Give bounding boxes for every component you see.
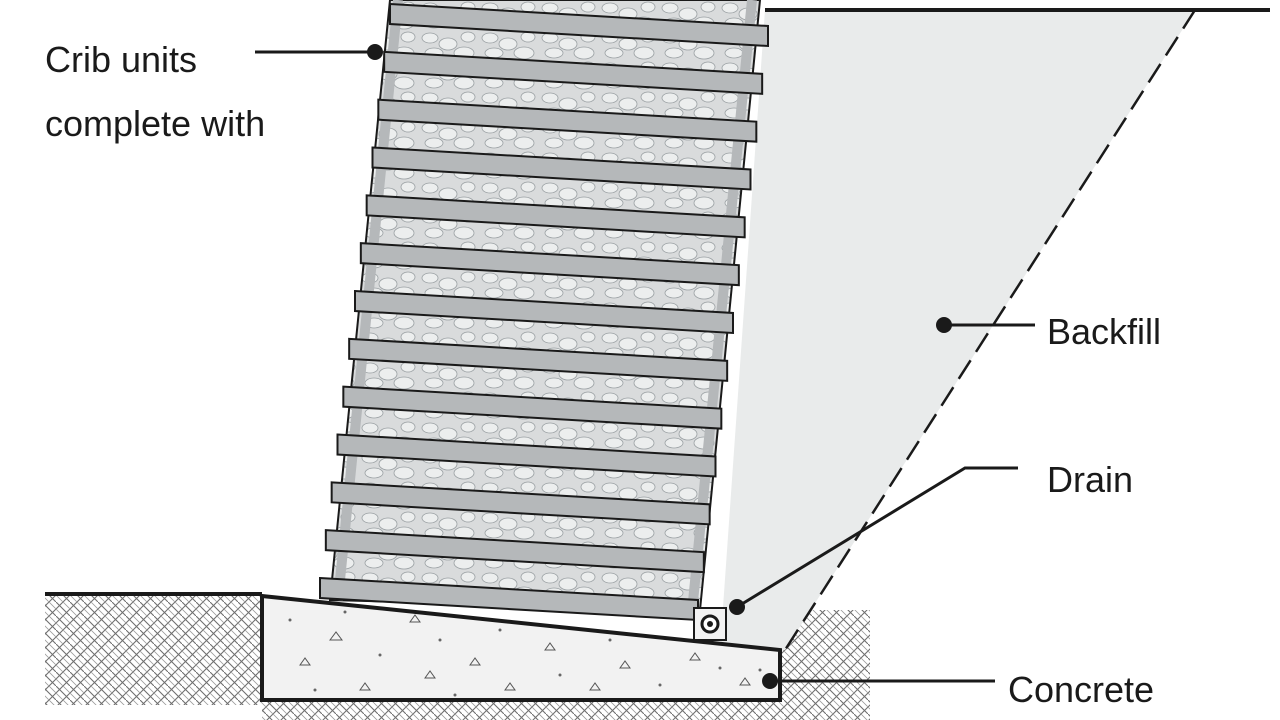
crib-member-1 bbox=[389, 2, 769, 48]
concrete-footing bbox=[260, 593, 782, 702]
soil-left bbox=[45, 596, 262, 705]
dot-concrete bbox=[762, 673, 778, 689]
crib-member-3 bbox=[377, 98, 758, 143]
label-crib-units-line1: Crib units bbox=[45, 39, 198, 80]
crib-members bbox=[319, 2, 769, 622]
crib-member-6 bbox=[359, 242, 740, 287]
crib-member-10 bbox=[336, 433, 717, 478]
crib-member-9 bbox=[342, 385, 723, 430]
label-crib-units-line2: complete with bbox=[45, 103, 266, 144]
crib-member-2 bbox=[383, 50, 764, 95]
crib-member-7 bbox=[354, 289, 734, 335]
crib-member-4 bbox=[371, 146, 752, 191]
dot-crib bbox=[367, 44, 383, 60]
drain-pipe-core bbox=[707, 621, 713, 627]
crib-member-8 bbox=[348, 337, 729, 382]
label-drain: Drain bbox=[1047, 459, 1134, 500]
concrete-dots bbox=[288, 610, 762, 697]
soil-right bbox=[780, 610, 870, 720]
dot-drain bbox=[729, 599, 745, 615]
leader-lines bbox=[255, 50, 1035, 683]
leader-drain bbox=[736, 466, 1018, 609]
crib-member-11 bbox=[330, 481, 711, 526]
crib-member-5 bbox=[365, 194, 746, 239]
soil-under-footing bbox=[262, 700, 780, 720]
leader-dots bbox=[367, 44, 952, 689]
backfill-area bbox=[720, 10, 1195, 650]
label-backfill: Backfill bbox=[1047, 311, 1162, 352]
concrete-aggregate bbox=[299, 614, 751, 691]
dot-backfill bbox=[936, 317, 952, 333]
crib-member-12 bbox=[324, 529, 705, 574]
label-concrete: Concrete bbox=[1008, 669, 1155, 710]
